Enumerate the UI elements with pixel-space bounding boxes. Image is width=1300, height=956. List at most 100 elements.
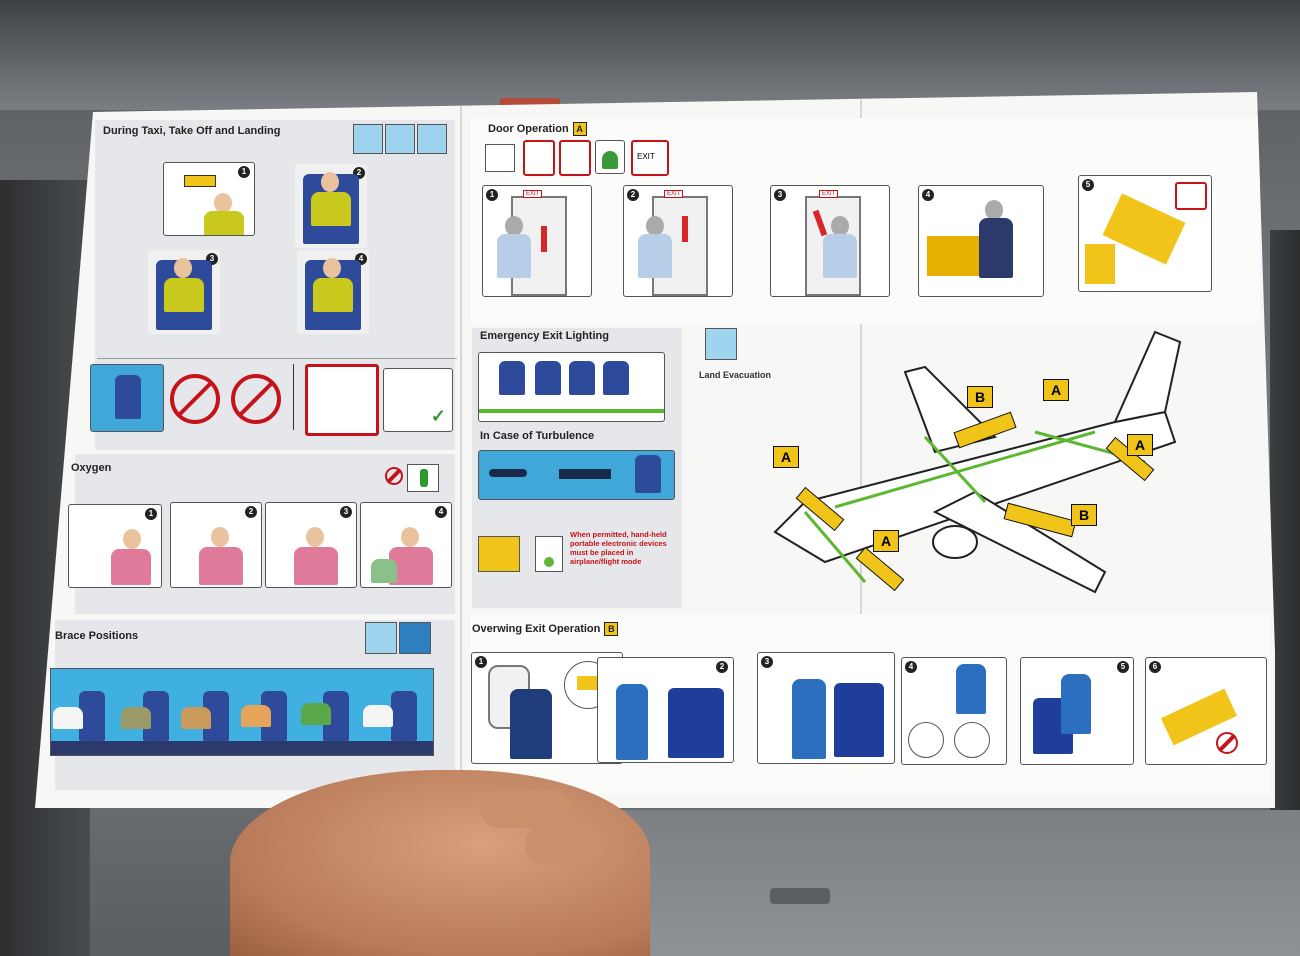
land-evacuation-icon (705, 328, 737, 360)
cabin-floor (51, 741, 433, 755)
overwing-step-2: 2 (597, 657, 734, 763)
door-operation-label: Door Operation (488, 122, 569, 135)
person (121, 707, 151, 729)
step-number: 2 (627, 189, 639, 201)
section-title-brace: Brace Positions (55, 630, 139, 642)
seat-upright-icon (90, 364, 164, 432)
taxi-step-3: 3 (148, 250, 220, 334)
no-smoking-small-icon (385, 467, 403, 485)
oxygen-step-2: 2 (170, 502, 262, 588)
door-armed-icon (485, 144, 515, 172)
ped-warning-text: When permitted, hand-held portable elect… (570, 530, 667, 566)
overwing-badge: B (604, 622, 619, 636)
plane-icon (489, 469, 527, 477)
seat (79, 691, 105, 741)
slides (795, 411, 1155, 592)
person (363, 705, 393, 727)
door-step-3: 3 EXIT (770, 185, 890, 297)
person-shirt (204, 211, 244, 235)
plane-body (773, 330, 1182, 594)
seat (569, 361, 595, 395)
smoke-detector-icon: ✓ (383, 368, 453, 432)
door-step-2: 2 EXIT (623, 185, 733, 297)
person (321, 172, 339, 192)
overwing-step-4: 4 (901, 657, 1007, 765)
section-title-turbulence: In Case of Turbulence (480, 430, 595, 442)
seatbelt-icon (559, 469, 611, 479)
step-number: 1 (475, 656, 487, 668)
person (301, 703, 331, 725)
up-arrow-icon (541, 226, 547, 252)
no-jump-icon (1216, 732, 1238, 754)
seat (391, 691, 417, 741)
no-luggage-icon (1175, 182, 1207, 210)
person-shirt (311, 192, 351, 226)
child (371, 559, 397, 583)
water-brace-icon (399, 622, 431, 654)
person (505, 216, 523, 236)
seat (535, 361, 561, 395)
landing-icon (417, 124, 447, 154)
person-shirt (164, 278, 204, 312)
person (792, 679, 826, 759)
seat (115, 375, 141, 419)
brace-positions-picture (50, 668, 434, 756)
bottle (420, 469, 428, 487)
overwing-step-3: 3 (757, 652, 895, 764)
exit-text: EXIT (637, 152, 655, 161)
section-title-lighting: Emergency Exit Lighting (480, 330, 609, 342)
no-exit-fire-icon: EXIT (631, 140, 669, 176)
thumb (480, 790, 572, 828)
taxi-icon (353, 124, 383, 154)
person-shirt (497, 234, 531, 278)
up-arrow-icon (682, 216, 688, 242)
land-evacuation-label: Land Evacuation (699, 370, 772, 380)
person (510, 689, 552, 759)
step-number: 2 (716, 661, 728, 673)
person (602, 151, 618, 169)
step-number: 1 (486, 189, 498, 201)
person (211, 527, 229, 547)
step-number: 4 (905, 661, 917, 673)
person-at-door-icon (595, 140, 625, 174)
door-step-1: 1 EXIT (482, 185, 592, 297)
electronic-device-icon (478, 536, 520, 572)
person (181, 707, 211, 729)
person-shirt (199, 547, 243, 585)
person-shirt (294, 547, 338, 585)
person (241, 705, 271, 727)
person-shirt (823, 234, 857, 278)
no-smoking-lavatory-icon (305, 364, 379, 436)
divider (293, 364, 294, 430)
step-number: 5 (1082, 179, 1094, 191)
tray-latch (770, 888, 830, 904)
no-laptop-icon (231, 374, 281, 424)
person-shirt (313, 278, 353, 312)
overwing-step-6: 6 (1145, 657, 1267, 765)
check-icon: ✓ (430, 406, 446, 426)
exit-sign: EXIT (664, 190, 684, 198)
finger (525, 826, 605, 864)
no-blocking-icon (523, 140, 555, 176)
safety-card: During Taxi, Take Off and Landing 1 2 3 … (35, 92, 1275, 808)
person-shirt (638, 234, 672, 278)
floor-path-light (479, 409, 664, 413)
section-title-taxi: During Taxi, Take Off and Landing (103, 125, 281, 137)
step-number: 1 (145, 508, 157, 520)
flight-mode-icon (535, 536, 563, 572)
exit-label-a: A (1043, 379, 1069, 401)
oxygen-step-3: 3 (265, 502, 357, 588)
taxi-step-4: 4 (297, 250, 369, 334)
taxi-step-2: 2 (295, 164, 367, 248)
tray-table (560, 810, 1300, 956)
exit-sign: EXIT (523, 190, 543, 198)
exit-lighting-picture (478, 352, 665, 422)
person (831, 216, 849, 236)
step-number: 2 (245, 506, 257, 518)
exit-label-b: B (967, 386, 993, 408)
person (306, 527, 324, 547)
land-brace-icon (365, 622, 397, 654)
person (214, 193, 232, 213)
